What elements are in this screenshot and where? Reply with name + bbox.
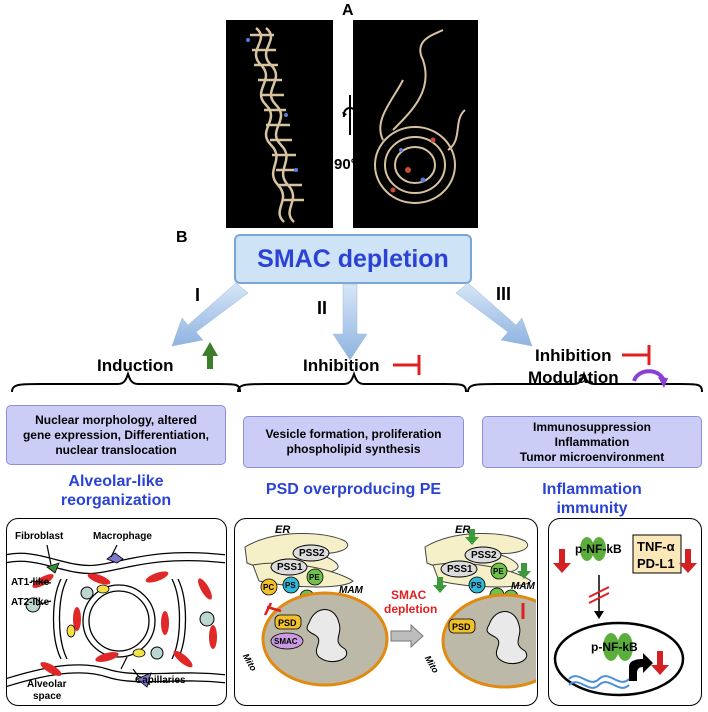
- tnf-label: TNF-α: [637, 539, 675, 554]
- er-mito-card: ER MAM Mito PSS1 PSS2 PE PS PC PSD SMAC …: [234, 518, 569, 706]
- er-right: ER MAM Mito PSS1 PSS2 PE PS PSD: [423, 524, 569, 689]
- macrophage-cell: [106, 552, 124, 564]
- inhibition-icon-middle: [393, 355, 421, 375]
- svg-text:Mito: Mito: [241, 652, 259, 673]
- svg-text:SMAC: SMAC: [274, 637, 298, 646]
- svg-text:MAM: MAM: [511, 581, 536, 592]
- svg-text:PC: PC: [263, 583, 274, 592]
- svg-text:PE: PE: [309, 573, 320, 582]
- induction-box: Nuclear morphology, altered gene express…: [6, 405, 226, 465]
- fibroblast-label: Fibroblast: [15, 531, 64, 542]
- inhibition-header-right: Inhibition: [535, 346, 612, 365]
- svg-text:PSS1: PSS1: [277, 562, 303, 573]
- inhibition-box: Vesicle formation, proliferation phospho…: [243, 416, 464, 468]
- at1-label: AT1-like: [11, 577, 50, 588]
- svg-text:Mito: Mito: [423, 654, 441, 675]
- panel-b-letter: B: [176, 229, 188, 246]
- svg-text:ER: ER: [455, 524, 470, 536]
- svg-text:SMAC: SMAC: [391, 588, 427, 602]
- helix-structure-side-view: [226, 20, 333, 228]
- nuclear-pnfkb-label: p-NF-kB: [591, 640, 638, 654]
- cytokine-box: [632, 534, 682, 574]
- down-arrow-icon: [553, 549, 571, 573]
- alveolar-diagram: Fibroblast Macrophage AT1-like AT2-like …: [4, 531, 228, 702]
- depletion-arrow: [390, 623, 424, 649]
- rotation-label: 90°: [334, 156, 357, 173]
- alveolar-label-2: space: [33, 691, 62, 702]
- modulation-header: Modulation: [528, 368, 619, 387]
- macrophage-label: Macrophage: [93, 531, 152, 542]
- svg-text:ER: ER: [275, 524, 290, 536]
- inflammation-title: Inflammation immunity: [542, 481, 642, 517]
- inhibition-header: Inhibition: [303, 356, 380, 375]
- arrow-middle: [332, 283, 368, 361]
- svg-text:PSS2: PSS2: [471, 550, 497, 561]
- brace-right: [467, 370, 703, 393]
- pnfkb-label: p-NF-kB: [575, 542, 622, 556]
- svg-text:PSS1: PSS1: [447, 564, 473, 575]
- svg-text:PSD: PSD: [452, 622, 471, 632]
- induction-header: Induction: [97, 356, 174, 375]
- arrow-left: [171, 282, 249, 347]
- nfkb-card: p-NF-kB TNF-α PD-L1 p-NF-kB: [548, 518, 702, 706]
- brace-middle: [237, 370, 467, 393]
- branch-2-numeral: II: [317, 298, 328, 318]
- psd-title: PSD overproducing PE: [265, 481, 442, 498]
- branch-1-numeral: I: [195, 285, 201, 305]
- svg-text:PE: PE: [493, 567, 504, 576]
- panel-a-letter: A: [342, 2, 354, 19]
- brace-left: [11, 370, 241, 393]
- svg-text:PSS2: PSS2: [299, 548, 325, 559]
- svg-text:PS: PS: [285, 581, 296, 590]
- arrow-right: [455, 282, 533, 347]
- helix-structure-top-view: [353, 20, 478, 228]
- svg-text:depletion: depletion: [384, 602, 437, 616]
- nfkb-diagram: p-NF-kB TNF-α PD-L1 p-NF-kB: [553, 534, 697, 697]
- fibroblast-cell: [46, 562, 60, 574]
- smac-depletion-box: SMAC depletion: [234, 234, 472, 284]
- er-mito-diagram: ER MAM Mito PSS1 PSS2 PE PS PC PSD SMAC …: [241, 524, 569, 689]
- capillaries-label: Capillaries: [135, 675, 186, 686]
- svg-text:PS: PS: [471, 581, 482, 590]
- modulation-box: Immunosuppression Inflammation Tumor mic…: [482, 416, 702, 468]
- up-arrow-icon: [202, 342, 218, 369]
- alveolar-label-1: Alveolar: [27, 679, 67, 690]
- svg-text:MAM: MAM: [339, 585, 364, 596]
- pdl1-label: PD-L1: [637, 556, 675, 571]
- er-left: ER MAM Mito PSS1 PSS2 PE PS PC PSD SMAC: [241, 524, 389, 687]
- inhibition-icon-right: [622, 345, 651, 365]
- svg-text:PSD: PSD: [278, 618, 297, 628]
- branch-3-numeral: III: [496, 284, 512, 304]
- alveolar-title: Alveolar-like reorganization: [60, 473, 172, 509]
- alveolar-card: Fibroblast Macrophage AT1-like AT2-like …: [4, 518, 228, 706]
- at2-label: AT2-like: [11, 597, 50, 608]
